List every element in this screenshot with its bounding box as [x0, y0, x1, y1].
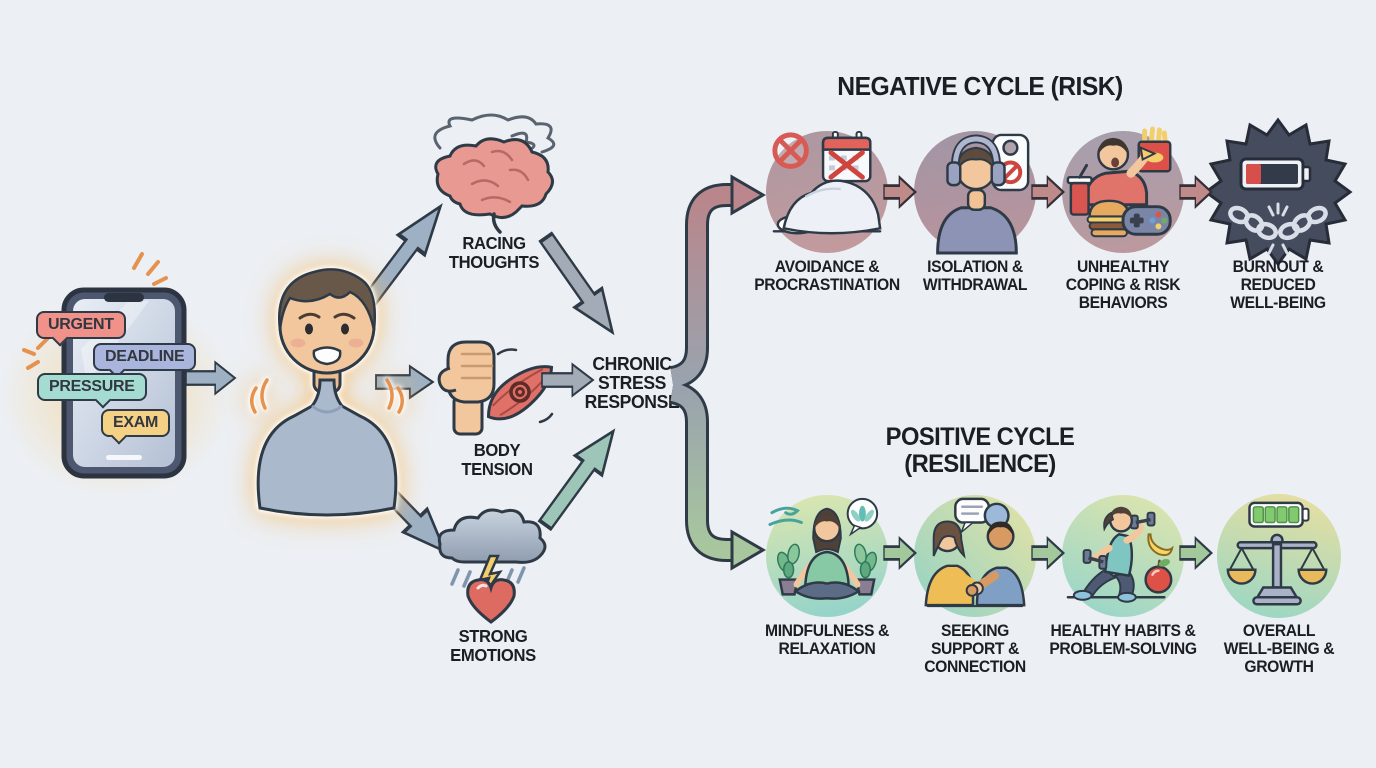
speech-bubble-urgent: URGENT — [36, 311, 126, 339]
arrow-emotions-to-hub — [537, 428, 616, 532]
wellbeing-label: OVERALL WELL-BEING & GROWTH — [1223, 622, 1335, 677]
meditation-plants-icon — [768, 497, 879, 600]
arrow-phone-to-person — [185, 360, 237, 396]
negative-cycle-title: NEGATIVE CYCLE (RISK) — [837, 71, 1123, 101]
arrow-racing-to-hub — [538, 231, 615, 336]
avoidance-label: AVOIDANCE & PROCRASTINATION — [754, 258, 900, 295]
racing-thoughts-label: RACING THOUGHTS — [448, 233, 540, 273]
brain-scribbles-icon — [433, 113, 556, 234]
fist-muscle-knot-icon — [437, 340, 554, 436]
arrow-person-to-body-tension — [375, 364, 435, 400]
arrow-pos-3-4 — [1179, 535, 1213, 571]
hiding-under-blanket-icon — [772, 130, 882, 235]
empty-battery-broken-chains-icon — [1203, 117, 1353, 267]
positive-cycle-subtitle: (RESILIENCE) — [904, 450, 1056, 478]
unhealthy-label: UNHEALTHY COPING & RISK BEHAVIORS — [1065, 258, 1181, 313]
body-tension-label: BODY TENSION — [461, 440, 533, 480]
spark-marks-icon — [22, 336, 50, 370]
support-label: SEEKING SUPPORT & CONNECTION — [924, 622, 1026, 677]
mindfulness-label: MINDFULNESS & RELAXATION — [765, 622, 889, 659]
full-battery-balance-scale-icon — [1226, 501, 1328, 606]
arrow-neg-2-3 — [1031, 174, 1065, 210]
speech-bubble-pressure: PRESSURE — [37, 373, 147, 401]
burnout-label: BURNOUT & REDUCED WELL-BEING — [1230, 258, 1326, 313]
speech-bubble-exam: EXAM — [101, 409, 171, 437]
healthy-habits-label: HEALTHY HABITS & PROBLEM-SOLVING — [1049, 622, 1197, 659]
junk-food-gaming-icon — [1066, 126, 1172, 238]
isolation-label: ISOLATION & WITHDRAWAL — [922, 258, 1028, 295]
storm-cloud-heart-icon — [437, 508, 547, 624]
arrow-neg-3-4 — [1179, 174, 1213, 210]
chronic-stress-response-label: CHRONIC STRESS RESPONSE — [584, 353, 680, 413]
handshake-support-icon — [924, 497, 1026, 608]
arrow-tension-to-hub — [541, 362, 595, 398]
positive-cycle-title: POSITIVE CYCLE — [885, 423, 1075, 451]
headphones-do-not-disturb-icon — [936, 133, 1030, 255]
speech-bubble-deadline: DEADLINE — [93, 343, 197, 371]
arrow-neg-1-2 — [883, 174, 917, 210]
arrow-pos-2-3 — [1031, 535, 1065, 571]
spark-marks-icon — [132, 252, 168, 286]
fork-branch-arrows — [669, 174, 766, 571]
stressed-person-icon — [222, 248, 432, 517]
strong-emotions-label: STRONG EMOTIONS — [450, 626, 536, 666]
arrow-pos-1-2 — [883, 535, 917, 571]
exercise-healthy-food-icon — [1066, 506, 1174, 603]
